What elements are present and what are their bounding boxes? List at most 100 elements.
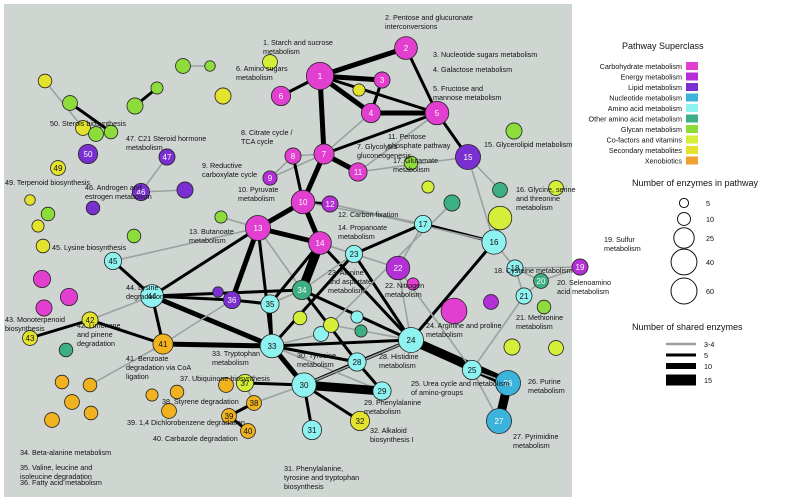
node-u12[interactable] [85, 200, 101, 216]
node-37[interactable]: 37 [235, 373, 254, 392]
node-u19[interactable] [33, 269, 52, 288]
node-u44[interactable] [548, 340, 564, 356]
node-28[interactable]: 28 [347, 352, 367, 372]
node-36[interactable]: 36 [222, 290, 241, 309]
node-1[interactable]: 1 [306, 62, 334, 90]
node-u39[interactable] [487, 205, 513, 231]
node-7[interactable]: 7 [313, 143, 335, 165]
node-u28[interactable] [83, 405, 99, 421]
node-42[interactable]: 42 [81, 311, 99, 329]
node-32[interactable]: 32 [349, 410, 371, 432]
node-17[interactable]: 17 [413, 214, 432, 233]
node-u13[interactable] [126, 228, 142, 244]
node-21[interactable]: 21 [515, 287, 533, 305]
node-u33[interactable] [313, 326, 329, 342]
node-u42[interactable] [548, 180, 564, 196]
node-20[interactable]: 20 [533, 273, 549, 289]
node-45[interactable]: 45 [104, 251, 123, 270]
node-23[interactable]: 23 [344, 244, 363, 263]
node-33[interactable]: 33 [259, 333, 285, 359]
node-15[interactable]: 15 [455, 144, 481, 170]
node-39[interactable]: 39 [221, 408, 237, 424]
node-5[interactable]: 5 [424, 100, 450, 126]
node-u34[interactable] [292, 310, 308, 326]
node-u8[interactable] [75, 120, 91, 136]
node-u22[interactable] [58, 342, 74, 358]
node-u24[interactable] [82, 377, 98, 393]
node-u27[interactable] [44, 412, 60, 428]
node-u17[interactable] [31, 219, 45, 233]
node-u23[interactable] [214, 210, 228, 224]
node-41[interactable]: 41 [152, 333, 174, 355]
node-35[interactable]: 35 [260, 294, 280, 314]
node-u16[interactable] [35, 238, 51, 254]
node-u36[interactable] [440, 297, 468, 325]
node-u4[interactable] [62, 95, 78, 111]
node-u20[interactable] [60, 287, 79, 306]
node-47[interactable]: 47 [158, 148, 176, 166]
node-u41[interactable] [505, 122, 523, 140]
node-u40[interactable] [443, 194, 461, 212]
node-13[interactable]: 13 [245, 215, 271, 241]
node-u32[interactable] [218, 377, 234, 393]
node-50[interactable]: 50 [77, 143, 99, 165]
node-10[interactable]: 10 [290, 189, 316, 215]
node-44[interactable]: 44 [140, 284, 164, 308]
node-12[interactable]: 12 [321, 195, 339, 213]
node-u48[interactable] [323, 317, 339, 333]
node-11[interactable]: 11 [348, 162, 368, 182]
node-46[interactable]: 46 [131, 182, 150, 201]
node-25[interactable]: 25 [461, 359, 483, 381]
node-31[interactable]: 31 [301, 419, 323, 441]
node-u47[interactable] [403, 155, 419, 171]
node-u3[interactable] [37, 73, 53, 89]
node-u6[interactable] [126, 97, 144, 115]
node-38[interactable]: 38 [246, 395, 262, 411]
node-u15[interactable] [88, 126, 104, 142]
node-43[interactable]: 43 [22, 330, 38, 346]
node-u1[interactable] [175, 58, 191, 74]
node-u21[interactable] [35, 299, 53, 317]
node-u9[interactable] [214, 87, 232, 105]
node-40[interactable]: 40 [240, 423, 256, 439]
node-u37[interactable] [483, 294, 499, 310]
node-u29[interactable] [161, 403, 177, 419]
node-4[interactable]: 4 [360, 102, 382, 124]
node-24[interactable]: 24 [398, 327, 424, 353]
node-u46[interactable] [352, 83, 366, 97]
node-u38[interactable] [503, 338, 521, 356]
node-2[interactable]: 2 [394, 36, 418, 60]
node-u49[interactable] [354, 324, 368, 338]
node-u26[interactable] [64, 394, 80, 410]
node-u43[interactable] [536, 299, 552, 315]
node-u2[interactable] [204, 60, 216, 72]
node-u35[interactable] [492, 182, 508, 198]
node-u31[interactable] [169, 384, 185, 400]
node-27[interactable]: 27 [486, 408, 512, 434]
node-u14[interactable] [40, 206, 56, 222]
node-u45[interactable] [406, 277, 420, 291]
node-16[interactable]: 16 [481, 229, 507, 255]
node-29[interactable]: 29 [372, 381, 392, 401]
node-u18[interactable] [24, 194, 36, 206]
node-14[interactable]: 14 [308, 231, 332, 255]
node-49[interactable]: 49 [50, 160, 66, 176]
node-u51[interactable] [421, 180, 435, 194]
node-u10[interactable] [262, 54, 278, 70]
node-9[interactable]: 9 [262, 170, 278, 186]
node-18[interactable]: 18 [506, 259, 524, 277]
node-3[interactable]: 3 [373, 71, 391, 89]
node-u7[interactable] [150, 81, 164, 95]
node-8[interactable]: 8 [284, 147, 302, 165]
node-30[interactable]: 30 [291, 372, 317, 398]
node-22[interactable]: 22 [385, 255, 411, 281]
node-26[interactable]: 26 [495, 370, 521, 396]
node-u30[interactable] [145, 388, 159, 402]
node-u52[interactable] [212, 286, 224, 298]
node-6[interactable]: 6 [270, 85, 292, 107]
node-u11[interactable] [176, 181, 194, 199]
node-34[interactable]: 34 [291, 279, 313, 301]
node-u5[interactable] [103, 124, 119, 140]
node-u50[interactable] [350, 310, 364, 324]
node-19[interactable]: 19 [571, 258, 589, 276]
